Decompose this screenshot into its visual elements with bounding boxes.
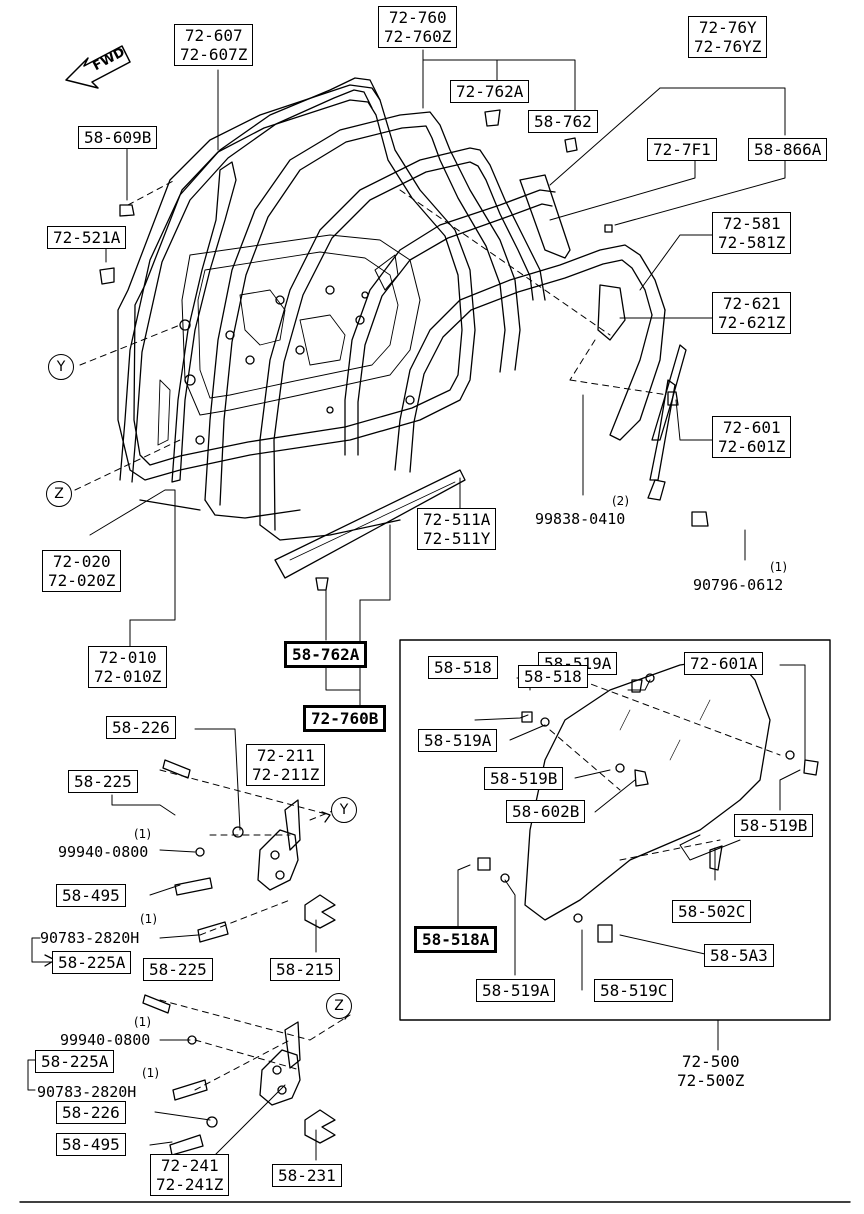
part-label-58-225-upper[interactable]: 58-225: [68, 770, 138, 793]
part-label-58-762[interactable]: 58-762: [528, 110, 598, 133]
part-label-58-5a3[interactable]: 58-5A3: [704, 944, 774, 967]
part-label-58-519b-left[interactable]: 58-519B: [484, 767, 564, 790]
part-label-58-519b-right[interactable]: 58-519B: [734, 814, 814, 837]
part-code-99838-0410[interactable]: 99838-0410: [535, 510, 626, 528]
door-opening-weatherstrip: [204, 111, 521, 519]
window-frame-moulding: [519, 174, 687, 501]
part-label-58-519a-middle[interactable]: 58-519A: [418, 729, 498, 752]
part-code-99940-0800-upper[interactable]: 99940-0800: [58, 843, 149, 861]
part-label-58-518-right[interactable]: 58-518: [518, 665, 588, 688]
belt-moulding: [274, 469, 466, 579]
part-label-58-602b[interactable]: 58-602B: [506, 800, 586, 823]
part-label-58-226-lower[interactable]: 58-226: [56, 1101, 126, 1124]
part-label-58-502c[interactable]: 58-502C: [672, 900, 752, 923]
quantity-99838: (2): [612, 494, 629, 508]
door-belt-weatherstrip: [259, 147, 546, 541]
forward-arrow-icon: [65, 45, 131, 89]
part-label-58-231[interactable]: 58-231: [272, 1164, 342, 1187]
part-label-58-866a[interactable]: 58-866A: [748, 138, 828, 161]
part-label-58-518-left[interactable]: 58-518: [428, 656, 498, 679]
quantity-90783-lower: (1): [142, 1066, 159, 1080]
part-label-58-225-middle[interactable]: 58-225: [143, 958, 213, 981]
part-label-72-601a[interactable]: 72-601A: [684, 652, 764, 675]
part-label-58-762a[interactable]: 58-762A: [284, 641, 368, 668]
part-label-58-519a-bottom[interactable]: 58-519A: [476, 979, 556, 1002]
part-code-90783-2820h-upper[interactable]: 90783-2820H: [40, 929, 140, 947]
assembly-dashed-lines: [74, 179, 781, 1091]
door-hinge-lower: [259, 1021, 301, 1106]
part-code-90783-2820h-lower[interactable]: 90783-2820H: [37, 1083, 137, 1101]
part-code-99940-0800-lower[interactable]: 99940-0800: [60, 1031, 151, 1049]
quantity-99940-upper: (1): [134, 827, 151, 841]
part-label-58-226-upper[interactable]: 58-226: [106, 716, 176, 739]
part-label-58-519c[interactable]: 58-519C: [594, 979, 674, 1002]
part-label-58-518a[interactable]: 58-518A: [414, 926, 498, 953]
callout-circle-y-hinge: Y: [331, 797, 357, 823]
part-label-72-762a[interactable]: 72-762A: [450, 80, 530, 103]
hinge-shim-icon: [304, 894, 336, 1144]
part-label-72-7f1[interactable]: 72-7F1: [647, 138, 717, 161]
hinge-bolt-icon: [142, 759, 244, 1156]
part-label-72-760b[interactable]: 72-760B: [303, 705, 387, 732]
leader-lines: [27, 49, 831, 1161]
glass-run-channel-front: [171, 161, 237, 483]
part-label-58-495-upper[interactable]: 58-495: [56, 884, 126, 907]
part-label-58-215[interactable]: 58-215: [270, 958, 340, 981]
part-label-58-225a-upper[interactable]: 58-225A: [52, 951, 132, 974]
door-weatherstrip-rear: [344, 189, 556, 456]
quantity-90783-upper: (1): [140, 912, 157, 926]
part-label-58-495-lower[interactable]: 58-495: [56, 1133, 126, 1156]
window-glass-group-box: [399, 639, 831, 1021]
glass-clip-icon: [477, 673, 819, 943]
quantity-99940-lower: (1): [134, 1015, 151, 1029]
part-code-90796-0612[interactable]: 90796-0612: [693, 576, 784, 594]
part-label-72-521a[interactable]: 72-521A: [47, 226, 127, 249]
callout-circle-z: Z: [46, 481, 72, 507]
part-label-58-225a-lower[interactable]: 58-225A: [35, 1050, 115, 1073]
callout-circle-y: Y: [48, 354, 74, 380]
quantity-90796: (1): [770, 560, 787, 574]
door-inner-panel: [117, 84, 476, 481]
door-glass: [524, 656, 771, 921]
part-label-58-609b[interactable]: 58-609B: [78, 126, 158, 149]
door-hinge-upper: [257, 799, 301, 891]
callout-circle-z-hinge: Z: [326, 993, 352, 1019]
glass-run-channel-rear: [394, 244, 666, 473]
door-weatherstrip-outer: [119, 77, 381, 511]
